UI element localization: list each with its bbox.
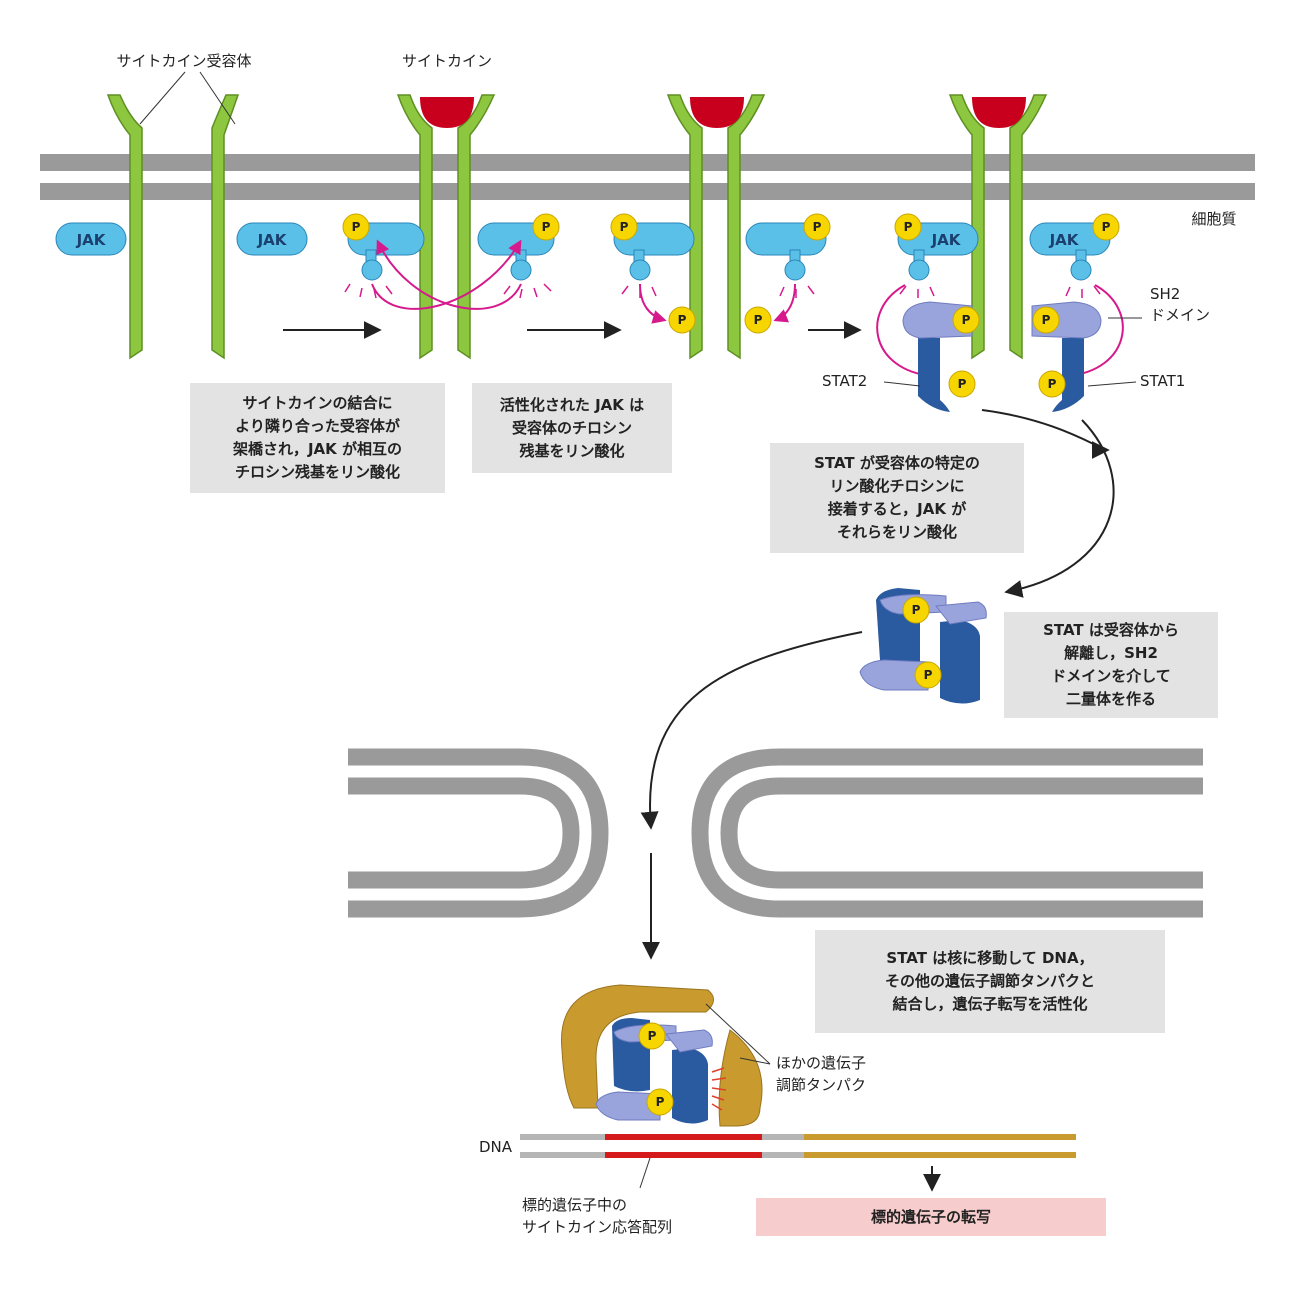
cytokine-4 bbox=[972, 97, 1026, 128]
svg-text:P: P bbox=[1048, 377, 1057, 391]
jak-1a: JAK bbox=[55, 222, 127, 256]
svg-text:JAK: JAK bbox=[257, 231, 288, 249]
svg-text:P: P bbox=[1102, 220, 1111, 234]
nuclear-stat-dimer bbox=[595, 1018, 713, 1124]
phosphate-icon: P bbox=[1032, 306, 1060, 334]
receptor-label-lines bbox=[139, 71, 236, 125]
label-cytokine-receptor: サイトカイン受容体 bbox=[116, 52, 251, 70]
svg-text:P: P bbox=[754, 313, 763, 327]
phosphate-icon: P bbox=[646, 1088, 674, 1116]
caption-step4: STAT は受容体から 解離し，SH2 ドメインを介して 二量体を作る bbox=[1004, 612, 1218, 718]
plasma-membrane bbox=[40, 154, 1255, 200]
svg-text:JAK: JAK bbox=[1049, 231, 1080, 249]
label-response-element-line1: 標的遺伝子中の bbox=[522, 1196, 627, 1214]
phosphate-icon: P bbox=[668, 306, 696, 334]
regulator-interaction-marks bbox=[711, 1067, 727, 1111]
phosphate-icon: P bbox=[948, 370, 976, 398]
svg-text:JAK: JAK bbox=[931, 231, 962, 249]
svg-text:P: P bbox=[1042, 313, 1051, 327]
phosphate-icon: P bbox=[532, 213, 560, 241]
phosphate-icon: P bbox=[894, 213, 922, 241]
caption-step5: STAT は核に移動して DNA， その他の遺伝子調節タンパクと 結合し，遺伝子… bbox=[815, 930, 1165, 1033]
dna bbox=[520, 1134, 1076, 1158]
stat-dimer bbox=[859, 588, 987, 704]
phosphate-icon: P bbox=[902, 596, 930, 624]
phosphate-groups: P P P P P P P P P P P P P P P P bbox=[342, 213, 1120, 1116]
svg-text:P: P bbox=[352, 220, 361, 234]
svg-text:P: P bbox=[904, 220, 913, 234]
cross-phosphorylation-arrows bbox=[371, 239, 522, 310]
stat-phosphorylation-arrows bbox=[876, 284, 1124, 382]
svg-text:P: P bbox=[813, 220, 822, 234]
jak-4b: JAK bbox=[1029, 222, 1111, 281]
caption-step3: STAT が受容体の特定の リン酸化チロシンに 接着すると，JAK が それらを… bbox=[770, 443, 1024, 553]
svg-text:P: P bbox=[648, 1029, 657, 1043]
label-stat2: STAT2 bbox=[822, 372, 867, 390]
gene-regulatory-protein bbox=[560, 984, 763, 1127]
receptor-pair-3 bbox=[666, 94, 766, 360]
svg-text:JAK: JAK bbox=[76, 231, 107, 249]
label-stat1: STAT1 bbox=[1140, 372, 1185, 390]
svg-text:P: P bbox=[912, 603, 921, 617]
svg-text:P: P bbox=[656, 1095, 665, 1109]
phosphate-icon: P bbox=[342, 213, 370, 241]
phosphate-icon: P bbox=[638, 1022, 666, 1050]
svg-text:P: P bbox=[678, 313, 687, 327]
receptor-pair-1 bbox=[106, 94, 240, 360]
cytokine-3 bbox=[690, 97, 744, 128]
phosphate-icon: P bbox=[1092, 213, 1120, 241]
stat2-protein bbox=[902, 301, 973, 412]
pointer-lines bbox=[639, 317, 1142, 1189]
caption-step2: 活性化された JAK は 受容体のチロシン 残基をリン酸化 bbox=[472, 383, 672, 473]
phosphate-icon: P bbox=[1038, 370, 1066, 398]
phosphate-icon: P bbox=[803, 213, 831, 241]
svg-text:P: P bbox=[962, 313, 971, 327]
nuclear-envelope bbox=[348, 748, 1203, 918]
phosphate-icon: P bbox=[744, 306, 772, 334]
label-cytoplasm: 細胞質 bbox=[1191, 210, 1236, 228]
label-sh2-line1: SH2 bbox=[1150, 285, 1180, 303]
receptor-pair-4 bbox=[948, 94, 1048, 360]
phosphate-icon: P bbox=[610, 213, 638, 241]
svg-text:P: P bbox=[958, 377, 967, 391]
label-response-element-line2: サイトカイン応答配列 bbox=[522, 1218, 672, 1236]
phosphate-icon: P bbox=[914, 661, 942, 689]
process-arrows bbox=[283, 321, 1115, 1192]
caption-step1: サイトカインの結合に より隣り合った受容体が 架橋され，JAK が相互の チロシ… bbox=[190, 383, 445, 493]
cytokine-2 bbox=[420, 97, 474, 128]
svg-text:P: P bbox=[542, 220, 551, 234]
svg-text:P: P bbox=[620, 220, 629, 234]
label-other-regulator-line2: 調節タンパク bbox=[776, 1076, 866, 1094]
caption-result: 標的遺伝子の転写 bbox=[756, 1198, 1106, 1236]
label-cytokine: サイトカイン bbox=[402, 52, 492, 70]
svg-text:P: P bbox=[924, 668, 933, 682]
label-dna: DNA bbox=[479, 1138, 513, 1156]
label-sh2-line2: ドメイン bbox=[1150, 306, 1210, 324]
phosphate-icon: P bbox=[952, 306, 980, 334]
receptor-phosphorylation-arrows bbox=[639, 283, 796, 324]
jak-1b: JAK bbox=[236, 222, 308, 256]
label-other-regulator-line1: ほかの遺伝子 bbox=[776, 1054, 866, 1072]
